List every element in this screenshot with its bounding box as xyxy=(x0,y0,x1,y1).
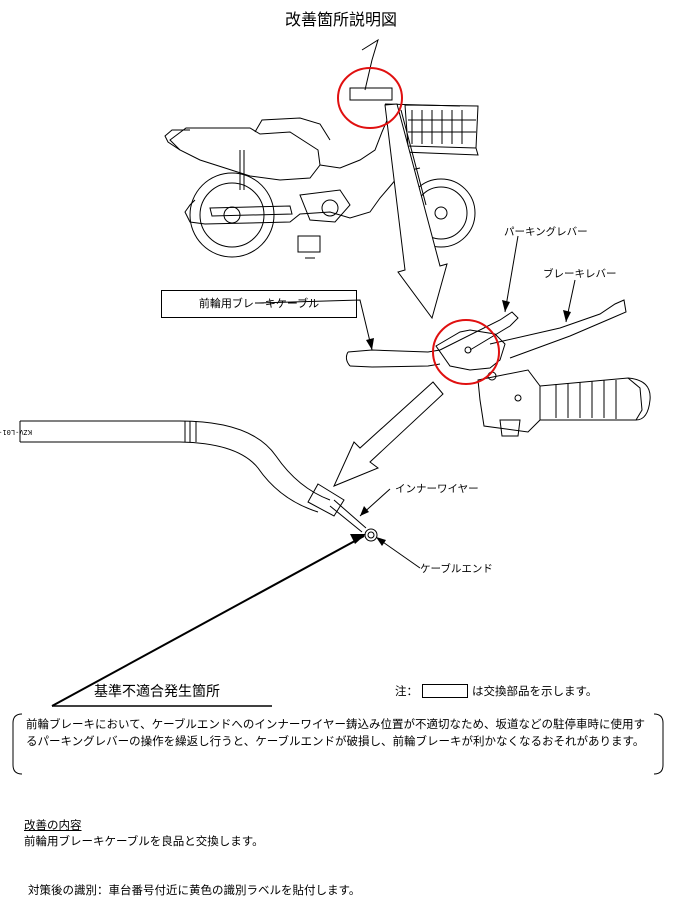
lever-assembly xyxy=(345,299,651,437)
defect-description: 前輪ブレーキにおいて、ケーブルエンドへのインナーワイヤー鋳込み位置が不適切なため… xyxy=(26,717,646,748)
highlight-circle-lever xyxy=(432,319,500,385)
front-brake-cable-label: 前輪用ブレーキケーブル xyxy=(161,290,357,318)
hazard-location-label: 基準不適合発生箇所 xyxy=(94,684,220,700)
brake-lever-label: ブレーキレバー xyxy=(543,268,617,280)
page-title: 改善箇所説明図 xyxy=(284,10,397,29)
cable-marking: KZV-L01-oooo xyxy=(0,428,32,436)
cable-detail xyxy=(19,420,378,542)
inner-wire-label: インナーワイヤー xyxy=(395,483,479,495)
highlight-circle-moto xyxy=(337,67,403,129)
improvement-body: 前輪用ブレーキケーブルを良品と交換します。 xyxy=(24,834,264,848)
note-prefix: 注： xyxy=(395,684,418,698)
parking-lever-label: パーキングレバー xyxy=(504,226,588,238)
cable-end-label: ケーブルエンド xyxy=(420,563,493,575)
replacement-part-legend-box xyxy=(422,684,468,698)
note-suffix: は交換部品を示します。 xyxy=(472,684,598,698)
motorcycle-illustration xyxy=(164,38,479,259)
note: 注： は交換部品を示します。 xyxy=(395,683,597,699)
identification-note: 対策後の識別：車台番号付近に黄色の識別ラベルを貼付します。 xyxy=(28,883,361,897)
description-bracket xyxy=(12,713,664,775)
improvement-heading: 改善の内容 xyxy=(24,818,82,832)
